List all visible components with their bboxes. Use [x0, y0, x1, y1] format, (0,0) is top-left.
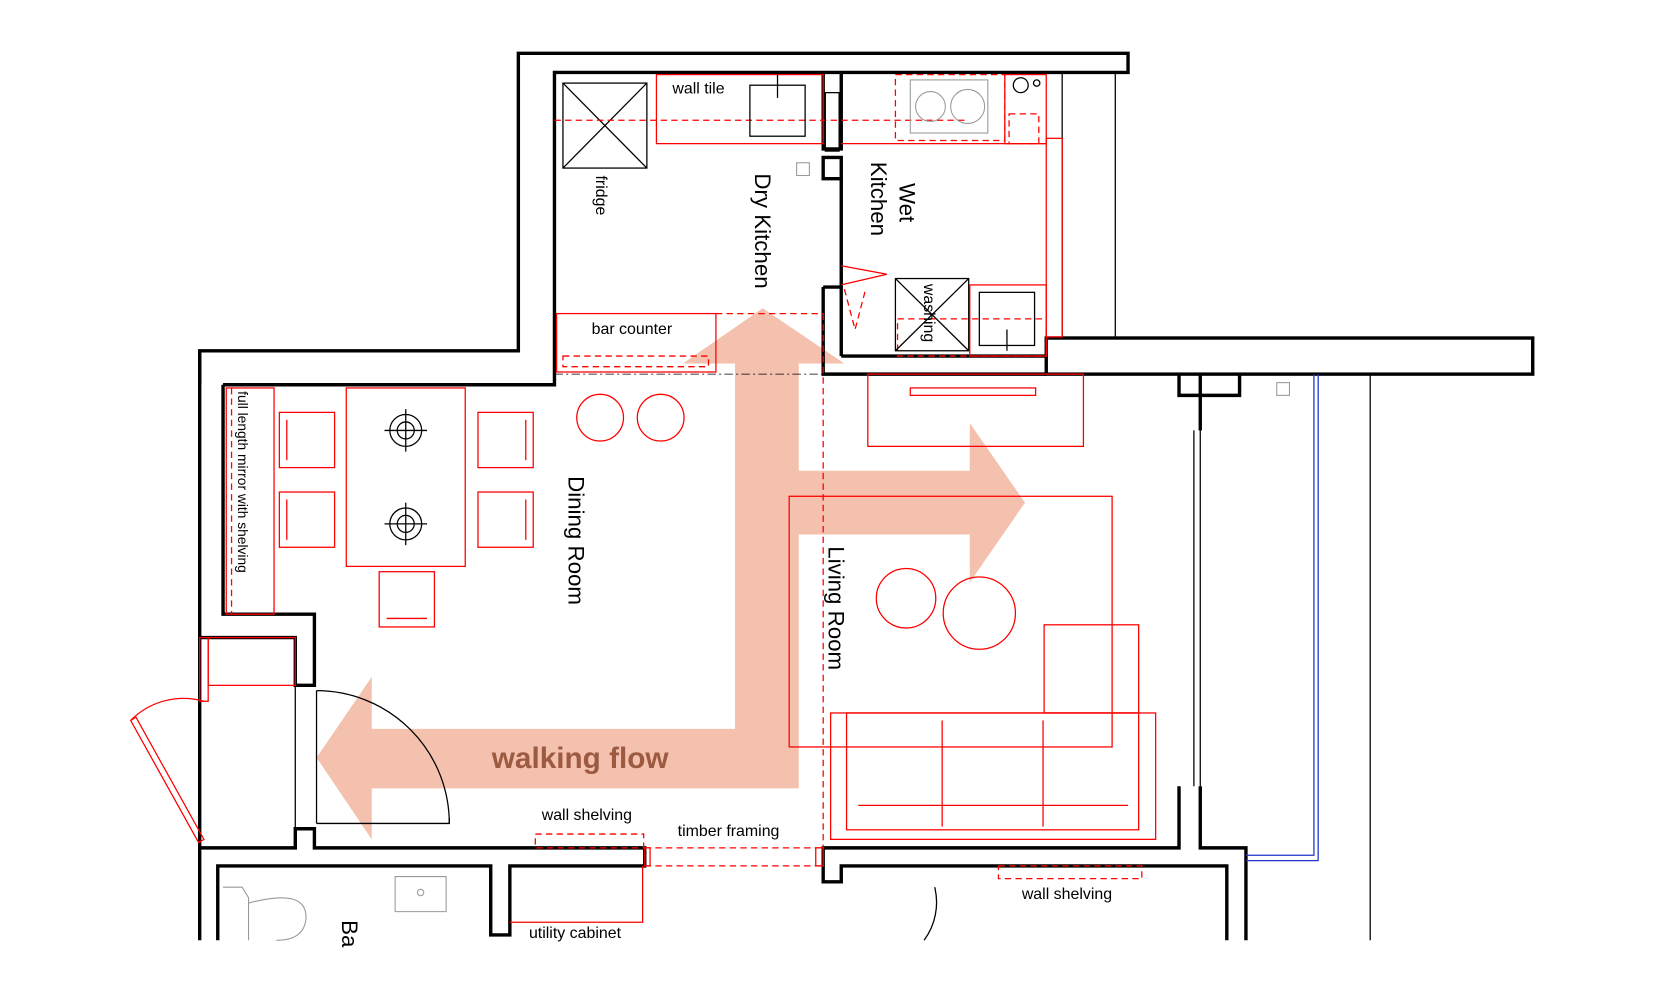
rug	[788, 495, 1113, 748]
hob-burner	[915, 91, 946, 122]
entrance-door[interactable]	[129, 636, 450, 844]
page-bottom-mask	[0, 950, 1657, 1000]
toilet	[223, 886, 307, 941]
bar-stools	[576, 393, 685, 442]
light-switch	[1276, 382, 1291, 396]
timber-framing-label: timber framing	[678, 823, 780, 840]
wet-kitchen-label-line1: Wet	[895, 183, 920, 223]
washing-label: washing	[920, 283, 937, 342]
sofa	[829, 624, 1157, 841]
bathroom-door-arc	[923, 887, 938, 941]
dining-chairs	[278, 411, 534, 628]
living-room-label: Living Room	[824, 546, 849, 670]
utility-cabinet-label: utility cabinet	[529, 925, 622, 942]
dry-kitchen-label: Dry Kitchen	[750, 173, 775, 288]
bar-counter	[554, 312, 824, 848]
fridge-label: fridge	[592, 176, 609, 216]
wall-shelving-right	[997, 865, 1143, 880]
wall-tile-label: wall tile	[671, 81, 724, 98]
mirror-shelving	[225, 387, 275, 615]
coffee-tables	[875, 567, 1017, 650]
wall-shelving-right-label: wall shelving	[1021, 886, 1112, 903]
tv-console	[867, 373, 1085, 447]
utility-cabinet	[509, 865, 644, 923]
pendant-lamp-icon	[384, 409, 427, 452]
pendant-lamp-icon	[384, 502, 427, 546]
timber-framing	[644, 847, 824, 867]
walking-flow-label: walking flow	[491, 742, 670, 775]
hob-burner	[950, 88, 986, 124]
walking-flow-arrow	[316, 308, 1026, 840]
mirror-label: full length mirror with shelving	[235, 391, 250, 573]
kitchen-counter	[554, 73, 1063, 357]
wall-shelving-left	[534, 833, 645, 849]
wall-shelving-left-label: wall shelving	[541, 807, 632, 824]
wash-basin	[394, 876, 447, 913]
washing-machine	[894, 277, 970, 352]
fridge	[562, 82, 648, 169]
wet-kitchen-label-line2: Kitchen	[866, 162, 891, 236]
dining-table	[345, 387, 466, 568]
dining-room-label: Dining Room	[563, 476, 588, 605]
bathroom-label: Ba	[337, 920, 362, 948]
bar-counter-label: bar counter	[592, 321, 673, 338]
